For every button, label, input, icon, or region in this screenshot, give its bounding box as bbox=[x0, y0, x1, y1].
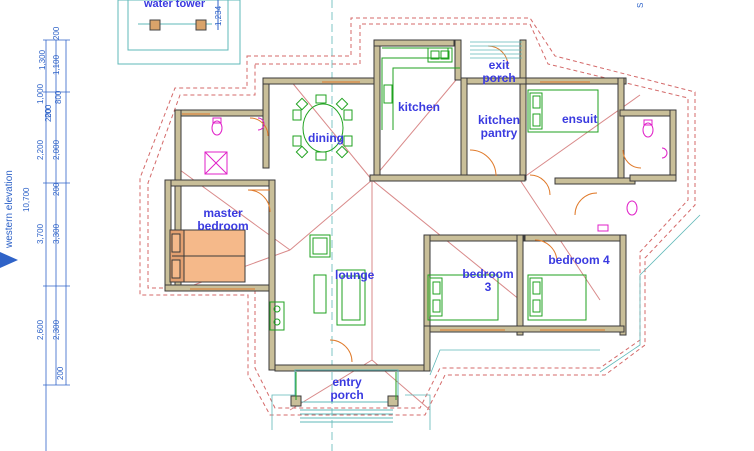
water-tower-label: water tower bbox=[144, 0, 206, 10]
room-master-bedroom-label: master bedroom bbox=[197, 206, 249, 233]
room-kitchen-pantry-label: kitchen pantry bbox=[477, 113, 520, 140]
lounge-furniture bbox=[269, 234, 366, 331]
corner-label: S bbox=[636, 2, 645, 8]
room-exit-porch: exit porch bbox=[478, 59, 520, 85]
dimension-outer-4: 2,200 bbox=[36, 139, 45, 160]
dimension-outer-5: 3,700 bbox=[36, 223, 45, 244]
site-lines bbox=[271, 0, 701, 451]
dimension-inner-4: 3,300 bbox=[52, 223, 61, 244]
dimension-outer-6: 200 bbox=[52, 182, 61, 196]
exit-porch-steps bbox=[470, 41, 522, 59]
roof-hips bbox=[179, 79, 641, 411]
dimension-total: 10,700 bbox=[22, 187, 31, 212]
water-tower bbox=[117, 0, 241, 65]
dimension-inner-3: 2,000 bbox=[52, 139, 61, 160]
dimension-inner-2: 1,000 bbox=[36, 83, 45, 104]
bedroom-beds bbox=[427, 89, 599, 321]
walls bbox=[164, 39, 677, 372]
dimension-outer-2: 1,100 bbox=[52, 54, 61, 75]
dimension-outer-1: 1,300 bbox=[38, 49, 47, 70]
room-bedroom3-label: bedroom 3 bbox=[462, 267, 514, 294]
roof-outline bbox=[139, 17, 696, 416]
dimension-outer-8: 200 bbox=[56, 366, 65, 380]
room-kitchen: kitchen bbox=[398, 100, 441, 114]
dimension-inner-0: 200 bbox=[44, 108, 53, 122]
water-tower-dimension: 1,234 bbox=[214, 5, 223, 26]
sanitary-fixtures bbox=[204, 117, 668, 232]
room-bedroom4-label: bedroom 4 bbox=[548, 253, 610, 267]
room-kitchen-pantry: kitchen pantry bbox=[473, 114, 525, 140]
dimension-outer-7: 2,600 bbox=[36, 319, 45, 340]
doors bbox=[182, 45, 642, 363]
room-bedroom4: bedroom 4 bbox=[548, 254, 610, 267]
dimension-outer-0: 200 bbox=[52, 26, 61, 40]
elevation-arrow-icon bbox=[0, 252, 18, 268]
master-bed bbox=[169, 229, 246, 283]
dining-table bbox=[292, 94, 353, 161]
dimension-inner-5: 2,300 bbox=[52, 319, 61, 340]
room-exit-porch-label: exit porch bbox=[482, 58, 516, 85]
dimension-inner-1: 800 bbox=[54, 90, 63, 104]
room-dining: dining bbox=[308, 131, 344, 145]
room-bedroom3: bedroom 3 bbox=[458, 268, 518, 294]
room-entry-porch: entry porch bbox=[325, 376, 369, 402]
entry-porch bbox=[290, 369, 399, 423]
room-lounge: lounge bbox=[335, 268, 375, 282]
room-ensuit: ensuit bbox=[562, 112, 598, 126]
room-entry-porch-label: entry porch bbox=[330, 375, 364, 402]
kitchen-counter bbox=[381, 47, 460, 130]
western-elevation-label: western elevation bbox=[4, 170, 15, 248]
dimension-lines bbox=[43, 39, 70, 451]
room-master-bedroom: master bedroom bbox=[192, 207, 254, 233]
